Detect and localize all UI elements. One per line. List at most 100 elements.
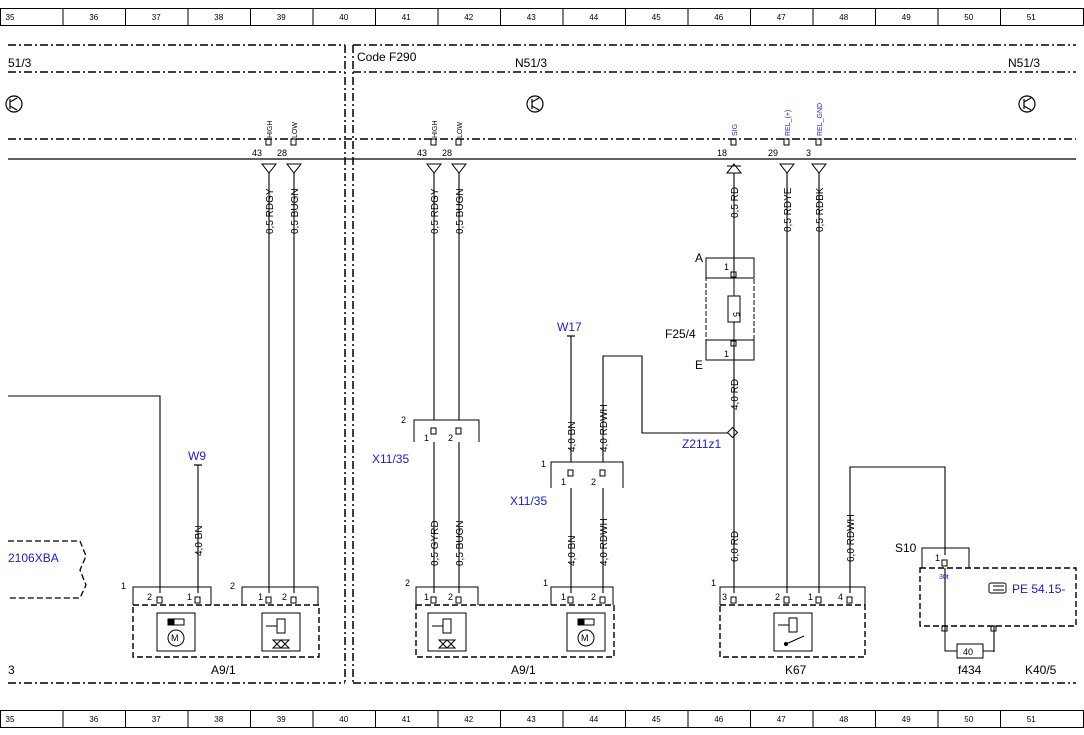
connector-number: 1: [543, 578, 548, 588]
connector-x11-35-upper: [413, 419, 480, 442]
relay-icon: [773, 612, 813, 652]
pin-number: 1: [935, 553, 940, 563]
fuse-f25-4: [705, 257, 755, 361]
wire-label: 4,0 RDWH: [599, 518, 610, 566]
fuse-f434-value: 40: [963, 647, 973, 657]
pin-number: 1: [424, 433, 429, 443]
connector-number: 2: [405, 578, 410, 588]
motor-icon: [156, 612, 196, 652]
component-k40-5: [919, 547, 1077, 659]
pin-number: 1: [187, 592, 192, 602]
ruler-column-label: 44: [589, 715, 598, 724]
connector-number: 2: [401, 415, 406, 425]
pin-number: 1: [258, 592, 263, 602]
transistor-icon: [526, 95, 544, 113]
signal-label-sig[interactable]: SIG: [732, 124, 739, 136]
component-a9-1-left: [132, 586, 320, 658]
wire-label: 0,5 BUGN: [290, 188, 301, 234]
splice-icon: [726, 426, 739, 439]
connector-x11-35-link[interactable]: X11/35: [510, 494, 547, 508]
component-a9-1-label: A9/1: [211, 663, 236, 677]
ruler-column-label: 51: [1027, 13, 1036, 22]
motor-glyph: M: [171, 633, 179, 643]
pin-43: 43: [252, 148, 262, 158]
code-label: Code F290: [357, 50, 417, 64]
component-a9-1-label: A9/1: [511, 663, 536, 677]
ruler-column-label: 43: [527, 13, 536, 22]
component-k67-label: K67: [785, 663, 807, 677]
fuse-terminal-a: A: [695, 251, 703, 265]
signal-label-high: HIGH: [267, 121, 274, 139]
motor-icon: [566, 612, 606, 652]
motor-glyph: M: [581, 633, 589, 643]
wire-label: 0,5 BUGN: [455, 520, 466, 566]
pin-number: 2: [282, 592, 287, 602]
ruler-column-label: 37: [152, 715, 161, 724]
component-s10-label: S10: [895, 541, 917, 555]
page-reference-link[interactable]: PE 54.15-: [1012, 582, 1065, 596]
pin-number: 1: [561, 477, 566, 487]
wire-label: 4,0 BN: [194, 525, 205, 556]
module-label-left: 51/3: [8, 56, 32, 70]
connector-number: 1: [121, 581, 126, 591]
ruler-column-label: 44: [589, 13, 598, 22]
ruler-column-label: 42: [464, 715, 473, 724]
signal-label-high: HIGH: [432, 121, 439, 139]
ruler-column-label: 46: [714, 13, 723, 22]
terminal-30t-link[interactable]: 30t: [939, 574, 949, 581]
wire-label: 4,0 BN: [567, 535, 578, 566]
pin-28: 28: [277, 148, 287, 158]
fuse-terminal-e: E: [695, 358, 703, 372]
wire-label: 4,0 RDWH: [599, 404, 610, 452]
signal-label-low: LOW: [292, 122, 299, 138]
component-2106xba-link[interactable]: 2106XBA: [8, 551, 59, 565]
wire-label: 4,0 RD: [730, 379, 741, 410]
splice-z211z1-link[interactable]: Z211z1: [682, 437, 721, 451]
wire-label: 6,0 RDWH: [846, 514, 857, 562]
ruler-column-label: 35: [6, 715, 15, 724]
pin-number: 2: [448, 433, 453, 443]
pin-number: 2: [775, 592, 780, 602]
pin-number: 2: [448, 592, 453, 602]
ruler-column-label: 38: [214, 715, 223, 724]
transistor-icon: [1018, 95, 1036, 113]
ground-w17-link[interactable]: W17: [557, 320, 582, 334]
pin-number: 2: [591, 592, 596, 602]
fuse-label: F25/4: [665, 327, 696, 341]
wire-label: 0,5 RDBK: [815, 187, 826, 232]
component-2106xba-frame: [8, 540, 87, 599]
component-k40-5-label: K40/5: [1025, 663, 1057, 677]
ruler-column-label: 51: [1027, 715, 1036, 724]
wire-label: 0,5 RDYE: [783, 187, 794, 232]
wires: [8, 173, 995, 652]
pin-number: 1: [724, 349, 729, 359]
signal-label-rel-pos[interactable]: REL_(+): [785, 110, 792, 136]
ruler-column-label: 36: [89, 715, 98, 724]
ruler-column-label: 37: [152, 13, 161, 22]
connector-number: 1: [541, 459, 546, 469]
ruler-labels: 3535363637373838393940404141424243434444…: [6, 13, 1037, 724]
pin-28: 28: [442, 148, 452, 158]
ruler-column-label: 41: [402, 13, 411, 22]
pin-number: 1: [724, 262, 729, 272]
module-label-right: N51/3: [1008, 56, 1040, 70]
wire-label: 0,5 RDGY: [265, 188, 276, 234]
wire-label: 0,5 GYRD: [430, 520, 441, 566]
wire-label: 0,5 RDGY: [430, 188, 441, 234]
ruler-column-label: 49: [902, 715, 911, 724]
pointing-hand-icon[interactable]: [988, 582, 1007, 594]
ruler-column-label: 45: [652, 13, 661, 22]
wire-label: 0,5 BUGN: [455, 188, 466, 234]
ruler-column-label: 50: [964, 13, 973, 22]
connector-x11-35-link[interactable]: X11/35: [372, 452, 409, 466]
ground-w9-link[interactable]: W9: [188, 449, 206, 463]
module-label-mid: N51/3: [515, 56, 547, 70]
module-frames: [8, 44, 1076, 684]
connector-number: 1: [711, 578, 716, 588]
signal-label-rel-gnd[interactable]: REL_GND: [817, 103, 824, 136]
component-k67: [719, 586, 866, 658]
left-edge-label: 3: [8, 663, 15, 677]
ruler-column-label: 50: [964, 715, 973, 724]
pin-29: 29: [768, 148, 778, 158]
